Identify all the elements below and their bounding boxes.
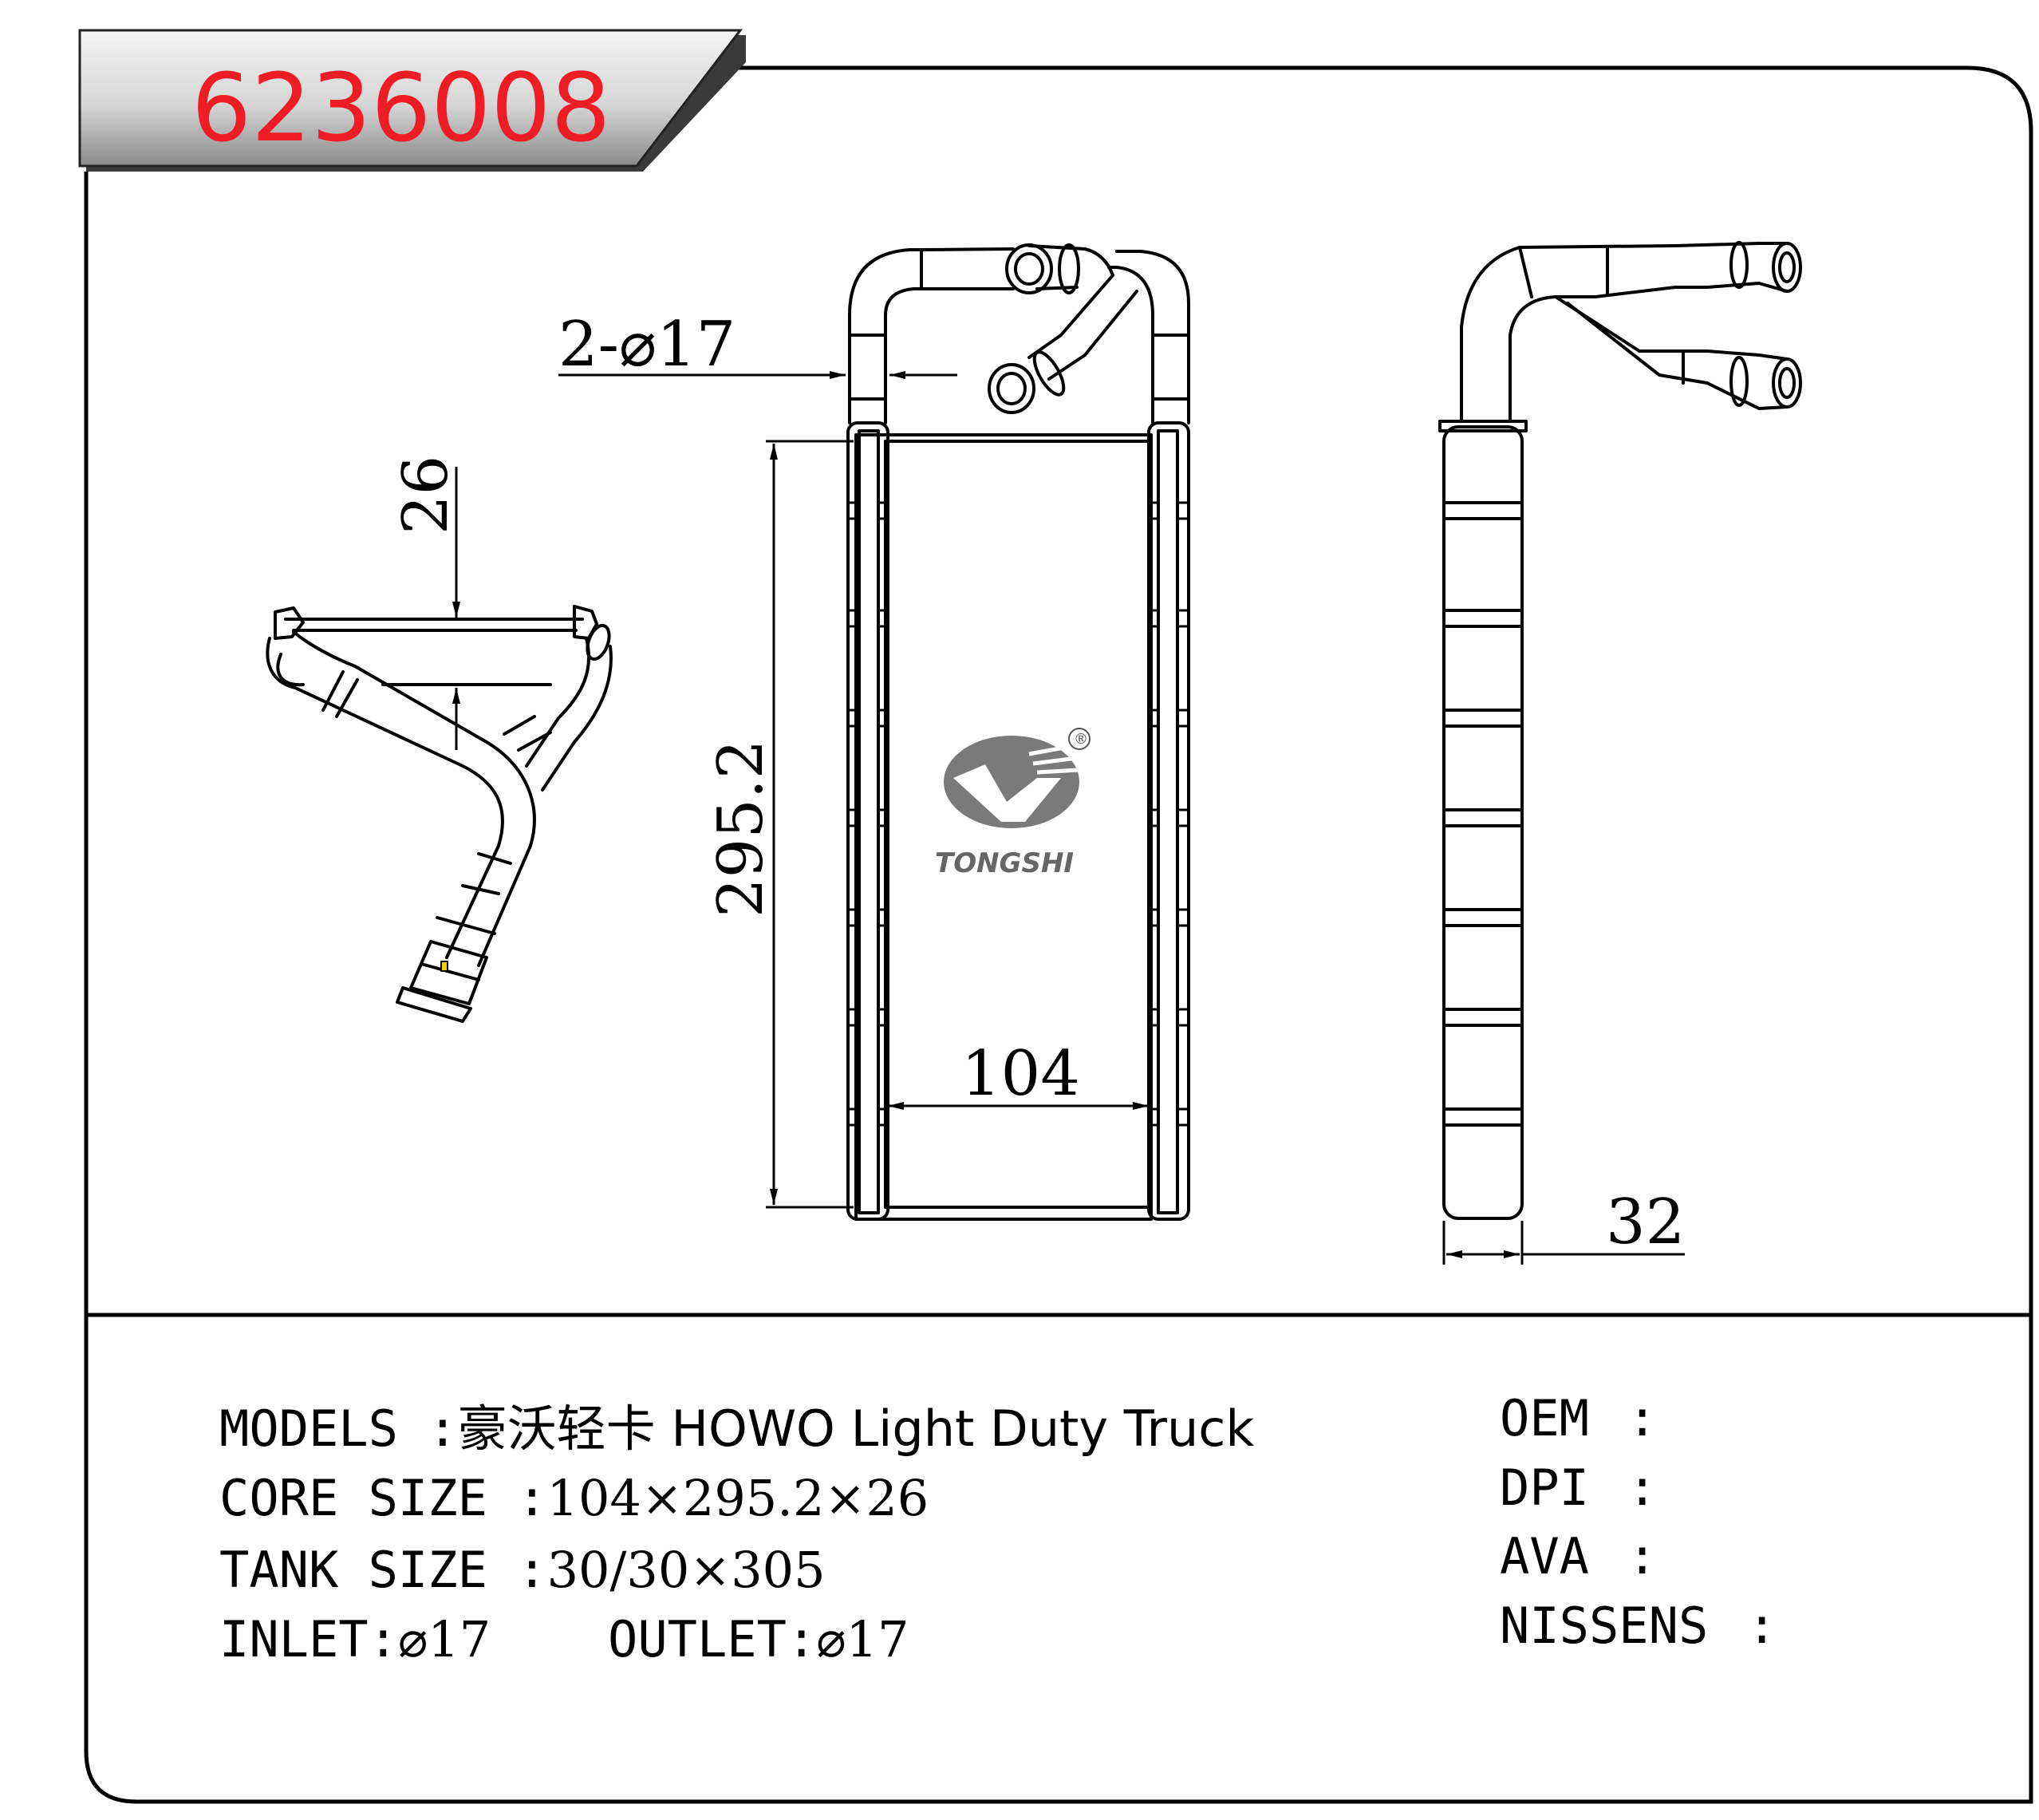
xref-sep: :	[1627, 1459, 1658, 1517]
xref-label: NISSENS	[1500, 1597, 1709, 1655]
logo-brand: TONGSHI	[935, 847, 1074, 879]
core-size-label: CORE SIZE :	[219, 1469, 547, 1527]
spec-outlet: OUTLET:⌀17	[608, 1605, 909, 1674]
inlet-value: ⌀17	[397, 1610, 491, 1668]
spec-tank-size: TANK SIZE :30/30×305	[219, 1536, 826, 1605]
xref-sep: :	[1627, 1527, 1658, 1585]
tank-size-label: TANK SIZE :	[219, 1541, 547, 1599]
models-label: MODELS :	[219, 1400, 458, 1458]
spec-core-size: CORE SIZE :104×295.2×26	[219, 1464, 929, 1533]
outlet-value: ⌀17	[816, 1610, 909, 1668]
outer-frame	[84, 65, 2033, 1804]
xref-sep: :	[1627, 1389, 1658, 1447]
spec-inlet: INLET:⌀17	[219, 1605, 491, 1674]
tank-ticks	[848, 501, 1189, 1127]
xref-nissens: NISSENS:	[1500, 1592, 1777, 1660]
pipe-dia-label: 2-⌀17	[558, 309, 736, 381]
dimension-pipe-dia: 2-⌀17	[558, 309, 957, 381]
tongshi-logo: ® TONGSHI	[935, 728, 1090, 879]
dimension-core-width: 104	[888, 1038, 1149, 1110]
tank-size-value: 30/30×305	[546, 1541, 826, 1599]
xref-oem: OEM:	[1500, 1384, 1657, 1453]
core-size-value: 104×295.2×26	[546, 1469, 929, 1527]
side-bands	[1444, 501, 1522, 1127]
inlet-label: INLET:	[219, 1610, 398, 1668]
xref-dpi: DPI:	[1500, 1454, 1657, 1522]
part-number: 6236008	[191, 53, 611, 163]
dimension-core-depth: 26	[390, 456, 462, 750]
dimension-core-height: 295.2	[705, 440, 854, 1209]
part-number-tag: 6236008	[78, 29, 746, 172]
spec-models: MODELS :豪沃轻卡 HOWO Light Duty Truck	[219, 1395, 1254, 1463]
outlet-label: OUTLET:	[608, 1610, 817, 1668]
models-value: 豪沃轻卡 HOWO Light Duty Truck	[457, 1400, 1255, 1458]
core-depth-label: 26	[390, 456, 462, 535]
side-depth-label: 32	[1606, 1186, 1685, 1258]
logo-reg-mark: ®	[1074, 731, 1088, 748]
core-width-label: 104	[961, 1038, 1080, 1110]
xref-label: AVA	[1500, 1527, 1589, 1585]
xref-label: OEM	[1500, 1389, 1589, 1447]
dimension-side-depth: 32	[1442, 1186, 1685, 1265]
xref-label: DPI	[1500, 1459, 1589, 1517]
side-view-drawing	[1438, 241, 1802, 1220]
xref-sep: :	[1747, 1597, 1777, 1655]
top-view-drawing	[266, 605, 613, 1023]
core-height-label: 295.2	[705, 740, 777, 918]
xref-ava: AVA:	[1500, 1522, 1657, 1591]
